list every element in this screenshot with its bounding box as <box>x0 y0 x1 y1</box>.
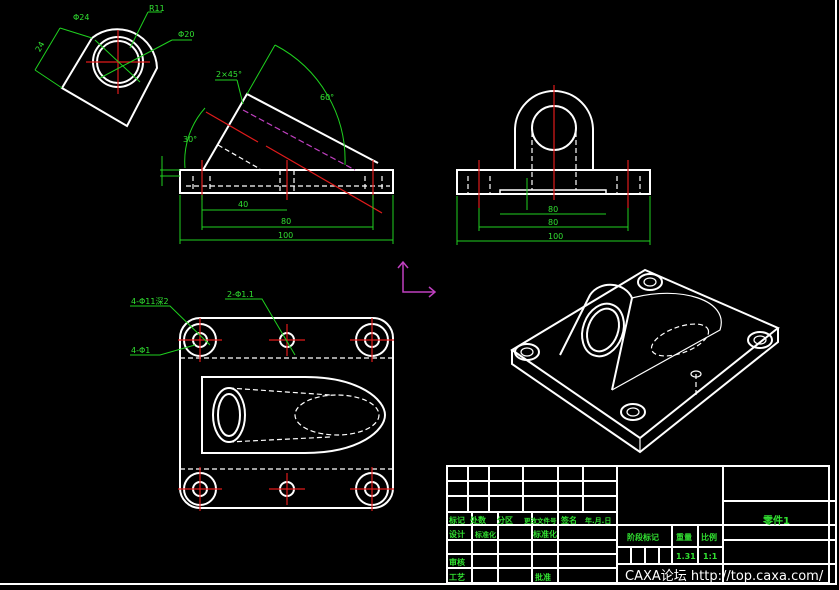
dim-angle-60: 60° <box>320 93 334 102</box>
front-view <box>160 44 394 244</box>
note-4-holes: 4-Φ1 <box>131 346 150 355</box>
tb-standard: 标准化 <box>474 530 496 539</box>
dim-dia-20: Φ20 <box>178 30 194 39</box>
dim-angle-30: 30° <box>183 135 197 144</box>
tb-standardization: 标准化 <box>532 529 557 539</box>
dim-40: 40 <box>238 200 248 209</box>
tb-part-name: 零件1 <box>762 514 790 527</box>
ucs-axis-icon <box>397 260 437 298</box>
tb-count: 处数 <box>469 515 487 525</box>
tb-weight-value: 1.31 <box>676 552 696 561</box>
tb-date: 年.月.日 <box>585 516 611 525</box>
tb-design: 设计 <box>449 529 465 539</box>
tb-change-doc: 更改文件号 <box>524 516 557 525</box>
isometric-view <box>510 268 780 454</box>
tb-review: 审核 <box>449 557 465 567</box>
tb-stage-mark: 阶段标记 <box>627 532 659 542</box>
side-dim-80a: 80 <box>548 205 558 214</box>
top-view <box>130 298 394 511</box>
dim-80: 80 <box>281 217 291 226</box>
dim-r-11: R11 <box>149 4 165 13</box>
tb-mark: 标记 <box>448 515 465 525</box>
dim-24: 24 <box>34 40 47 53</box>
tb-approve: 批准 <box>535 572 551 582</box>
dim-dia-24: Φ24 <box>73 13 89 22</box>
auxiliary-view <box>34 11 192 128</box>
side-dim-80b: 80 <box>548 218 558 227</box>
dim-100: 100 <box>278 231 293 240</box>
tb-weight: 重量 <box>676 532 692 542</box>
note-4-holes-counterbore: 4-Φ11深2 <box>131 297 169 306</box>
side-dim-100: 100 <box>548 232 563 241</box>
dim-chamfer: 2×45° <box>216 70 242 79</box>
watermark: CAXA论坛 http://top.caxa.com/ <box>625 569 824 584</box>
side-view <box>456 85 651 245</box>
tb-process: 工艺 <box>449 572 465 582</box>
tb-scale-value: 1:1 <box>703 552 718 561</box>
tb-sign: 签名 <box>560 515 577 525</box>
title-block-grid <box>446 465 835 584</box>
tb-scale: 比例 <box>701 532 717 542</box>
tb-zone: 分区 <box>497 515 513 525</box>
note-2-holes: 2-Φ1.1 <box>227 290 254 299</box>
